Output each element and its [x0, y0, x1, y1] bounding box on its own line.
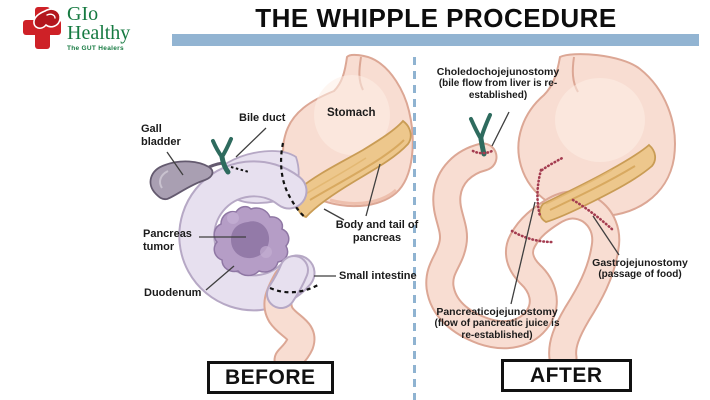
pylorus-shape — [221, 150, 300, 204]
brand-logo: GIo Healthy The GUT Healers — [22, 3, 131, 52]
pancreas-remnant-shape — [539, 143, 656, 223]
label-pancreaticojejunostomy: Pancreaticojejunostomy (flow of pancreat… — [432, 306, 562, 342]
label-body-tail-of-pancreas: Body and tail of pancreas — [335, 219, 419, 244]
title-underline-bar — [172, 34, 699, 46]
label-pancreaticojejunostomy-name: Pancreaticojejunostomy — [436, 306, 558, 318]
label-bile-duct: Bile duct — [239, 112, 286, 124]
small-intestine-shape — [263, 255, 316, 375]
page-title: THE WHIPPLE PROCEDURE — [255, 3, 617, 33]
stomach-shape — [282, 53, 414, 208]
label-duodenum: Duodenum — [144, 287, 202, 299]
leader-lines-before — [166, 127, 381, 291]
brand-name-line2: Healthy — [67, 22, 131, 44]
gallbladder-shape — [149, 160, 226, 201]
suture-dots — [471, 148, 616, 244]
bile-duct-shape — [211, 137, 233, 175]
label-choledochojejunostomy-note: (bile flow from liver is re-established) — [438, 78, 558, 102]
medical-cross-gut-icon — [23, 7, 61, 49]
label-gall-bladder: Gall bladder — [141, 123, 181, 148]
brand-text: GIo Healthy The GUT Healers — [67, 3, 131, 52]
label-choledochojejunostomy: Choledochojejunostomy (bile flow from li… — [434, 66, 562, 102]
label-gastrojejunostomy: Gastrojejunostomy (passage of food) — [584, 257, 696, 281]
label-gastrojejunostomy-note: (passage of food) — [598, 269, 682, 281]
label-stomach: Stomach — [327, 107, 376, 119]
before-illustration — [149, 53, 414, 375]
label-small-intestine: Small intestine — [339, 270, 417, 282]
resection-dashed-line-stomach — [280, 142, 307, 219]
pancreas-body-tail-shape — [295, 119, 412, 219]
resection-dashed-line-jejunum — [269, 284, 319, 294]
label-gastrojejunostomy-name: Gastrojejunostomy — [592, 257, 688, 269]
label-choledochojejunostomy-name: Choledochojejunostomy — [436, 66, 560, 78]
label-pancreas-tumor: Pancreas tumor — [143, 228, 192, 253]
brand-tagline: The GUT Healers — [67, 45, 124, 52]
duodenum-shape — [178, 160, 316, 312]
before-badge: BEFORE — [207, 361, 334, 395]
resection-dashed-line-bileduct — [230, 166, 250, 173]
pancreas-tumor-shape — [213, 205, 290, 277]
after-badge: AFTER — [501, 359, 632, 393]
label-pancreaticojejunostomy-note: (flow of pancreatic juice is re-establis… — [434, 318, 560, 342]
brand-name-line1: GIo — [67, 3, 99, 25]
bile-duct-shape-after — [469, 113, 492, 157]
